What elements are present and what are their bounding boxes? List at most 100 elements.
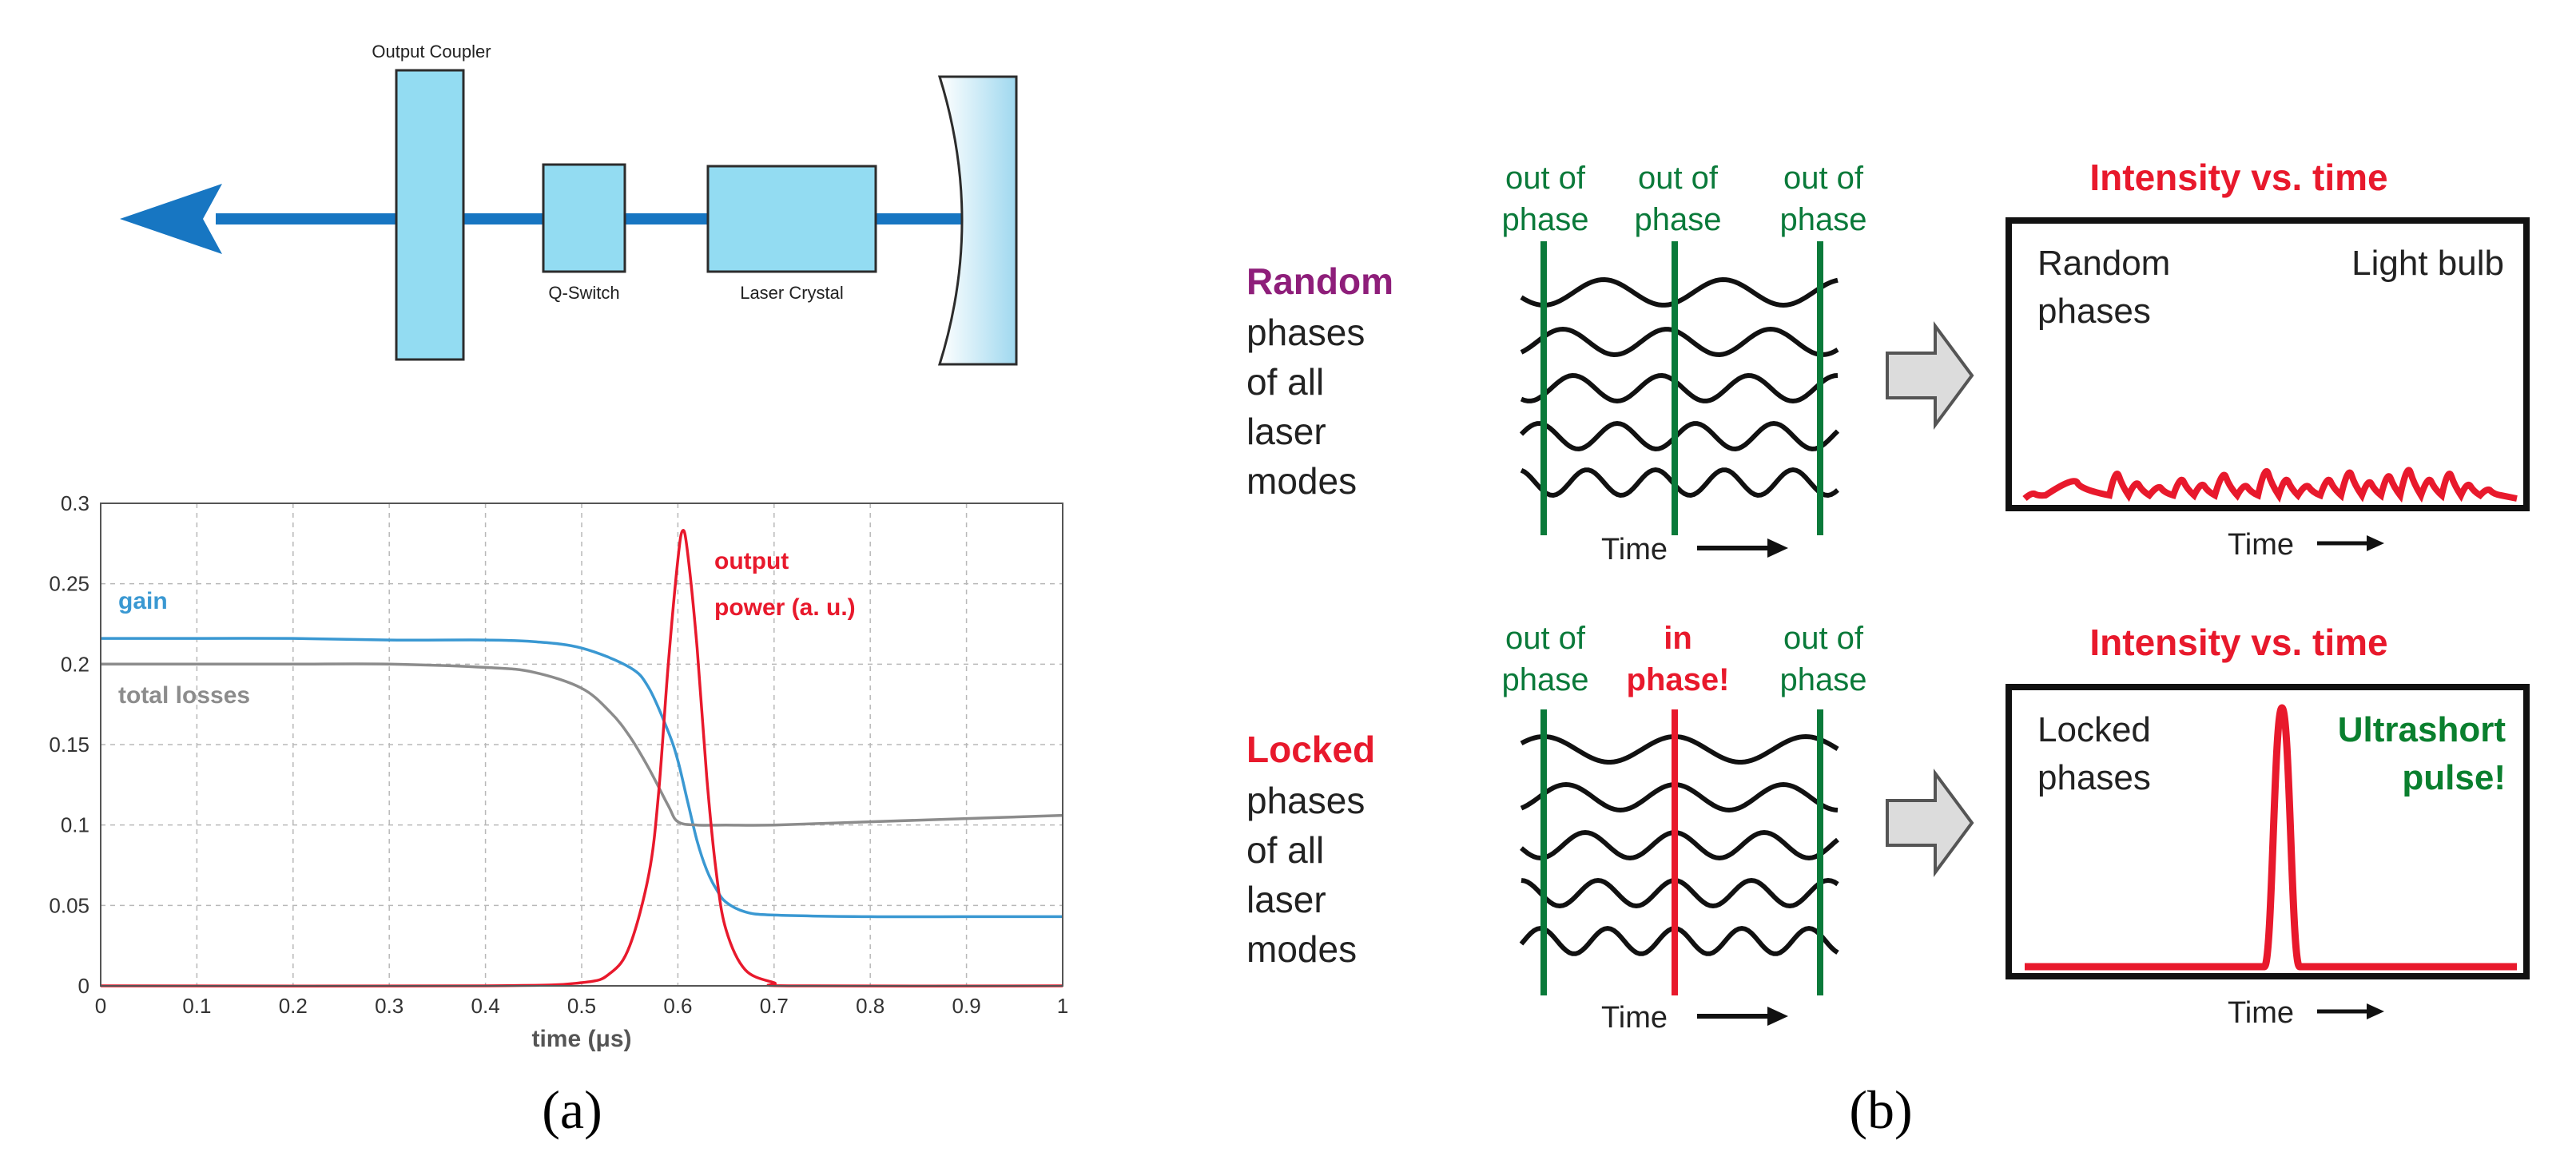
locked-text-2: of all	[1246, 829, 1324, 871]
y-tick-label: 0.3	[61, 491, 89, 515]
y-tick-label: 0.1	[61, 813, 89, 837]
total-losses-line	[101, 662, 1063, 827]
annotation-power: power (a. u.)	[714, 594, 856, 621]
y-tick-label: 0	[78, 974, 89, 998]
q-switch-label: Q-Switch	[548, 283, 619, 303]
y-tick-label: 0.2	[61, 652, 89, 676]
box-time-arrow-top-icon	[2367, 535, 2384, 551]
random-text-1: phases	[1246, 312, 1365, 353]
box-title-bottom: Intensity vs. time	[2089, 622, 2387, 663]
mode-wave	[1520, 276, 1839, 308]
box-right-bottom-2: pulse!	[2402, 758, 2506, 797]
time-label-bottom: Time	[1601, 1001, 1668, 1035]
phase-label-2a: out of	[1638, 161, 1719, 196]
chart-grid	[101, 503, 1063, 986]
y-tick-label: 0.05	[49, 893, 89, 917]
phase-label-5b: phase!	[1627, 662, 1730, 697]
output-coupler	[395, 69, 465, 361]
wave-group-random	[1519, 276, 1840, 499]
box-right-bottom-1: Ultrashort	[2338, 710, 2506, 749]
mode-wave	[1520, 467, 1839, 499]
locked-label: Locked	[1246, 729, 1375, 770]
box-time-top: Time	[2228, 528, 2294, 562]
ultrashort-pulse-trace	[2025, 704, 2517, 971]
x-tick-label: 0.2	[279, 994, 308, 1018]
x-tick-label: 0	[95, 994, 106, 1018]
x-tick-label: 0.1	[182, 994, 211, 1018]
chart-series	[100, 529, 1063, 988]
mode-wave	[1521, 877, 1839, 909]
box-time-arrow-bottom-icon	[2367, 1003, 2384, 1019]
locked-text-3: laser	[1246, 879, 1326, 920]
phase-label-6b: phase	[1780, 662, 1867, 697]
caption-b: (b)	[1849, 1079, 1912, 1140]
mode-wave	[1520, 781, 1839, 813]
annotation-output: output	[714, 548, 789, 574]
caption-a: (a)	[542, 1079, 602, 1140]
laser-crystal	[706, 165, 877, 273]
phase-label-4a: out of	[1505, 621, 1586, 656]
random-intensity-trace	[2022, 467, 2518, 503]
mode-wave	[1520, 326, 1839, 358]
box-right-top: Light bulb	[2351, 244, 2504, 283]
laser-setup-diagram: Output Coupler Q-Switch Laser Crystal	[120, 42, 1018, 366]
annotation-gain: gain	[118, 588, 168, 614]
box-time-bottom: Time	[2228, 996, 2294, 1030]
phase-label-3b: phase	[1780, 202, 1867, 237]
x-tick-label: 0.5	[567, 994, 596, 1018]
locked-text-4: modes	[1246, 928, 1357, 970]
time-arrow-bottom-icon	[1767, 1007, 1788, 1026]
x-axis-label: time (μs)	[531, 1026, 631, 1052]
y-tick-label: 0.25	[49, 572, 89, 596]
phase-label-6a: out of	[1783, 621, 1864, 656]
phase-label-5a: in	[1664, 621, 1692, 656]
phase-label-3a: out of	[1783, 161, 1864, 196]
beam-arrow-icon	[120, 184, 222, 254]
random-phases-row: Random phases of all laser modes out of …	[1246, 157, 2530, 566]
output-power-line	[100, 529, 1063, 988]
box-left-top-1: Random	[2037, 244, 2170, 283]
x-tick-labels: 0 0.1 0.2 0.3 0.4 0.5 0.6 0.7 0.8 0.9 1	[95, 994, 1068, 1018]
random-text-3: laser	[1246, 411, 1326, 452]
x-tick-label: 0.7	[760, 994, 789, 1018]
big-arrow-bottom-icon	[1886, 768, 1974, 878]
box-left-bottom-1: Locked	[2037, 710, 2151, 749]
x-tick-label: 0.8	[856, 994, 885, 1018]
random-label: Random	[1246, 260, 1393, 302]
plot-frame	[100, 503, 1063, 987]
end-mirror	[937, 75, 1018, 366]
box-left-bottom-2: phases	[2037, 758, 2151, 797]
x-tick-label: 0.9	[952, 994, 981, 1018]
x-tick-label: 0.4	[471, 994, 500, 1018]
x-tick-label: 0.6	[663, 994, 692, 1018]
box-left-top-2: phases	[2037, 292, 2151, 331]
q-switch	[542, 163, 626, 273]
y-tick-label: 0.15	[49, 733, 89, 757]
random-text-4: modes	[1246, 460, 1357, 502]
locked-text-1: phases	[1246, 780, 1365, 821]
phase-label-1b: phase	[1502, 202, 1589, 237]
locked-phases-row: Locked phases of all laser modes out of …	[1246, 621, 2530, 1035]
annotation-total-losses: total losses	[118, 682, 250, 709]
random-text-2: of all	[1246, 361, 1324, 403]
mode-wave	[1520, 372, 1839, 404]
box-title-top: Intensity vs. time	[2089, 157, 2387, 198]
mode-wave	[1519, 420, 1840, 452]
x-tick-label: 0.3	[375, 994, 403, 1018]
q-switch-chart: 0 0.1 0.2 0.3 0.4 0.5 0.6 0.7 0.8 0.9 1 0 0.05 0.1 0.…	[49, 491, 1068, 1052]
phase-label-2b: phase	[1635, 202, 1722, 237]
big-arrow-top-icon	[1886, 320, 1974, 431]
mode-wave	[1520, 733, 1839, 765]
time-label-top: Time	[1601, 533, 1668, 566]
x-tick-label: 1	[1057, 994, 1068, 1018]
output-coupler-label: Output Coupler	[372, 42, 491, 62]
y-tick-labels: 0 0.05 0.1 0.15 0.2 0.25 0.3	[49, 491, 89, 998]
phase-label-1a: out of	[1505, 161, 1586, 196]
gain-line	[101, 637, 1063, 919]
intensity-box-top	[2006, 217, 2530, 511]
wave-group-locked	[1519, 733, 1839, 956]
mode-wave	[1520, 829, 1839, 861]
phase-label-4b: phase	[1502, 662, 1589, 697]
mode-wave	[1519, 925, 1839, 956]
